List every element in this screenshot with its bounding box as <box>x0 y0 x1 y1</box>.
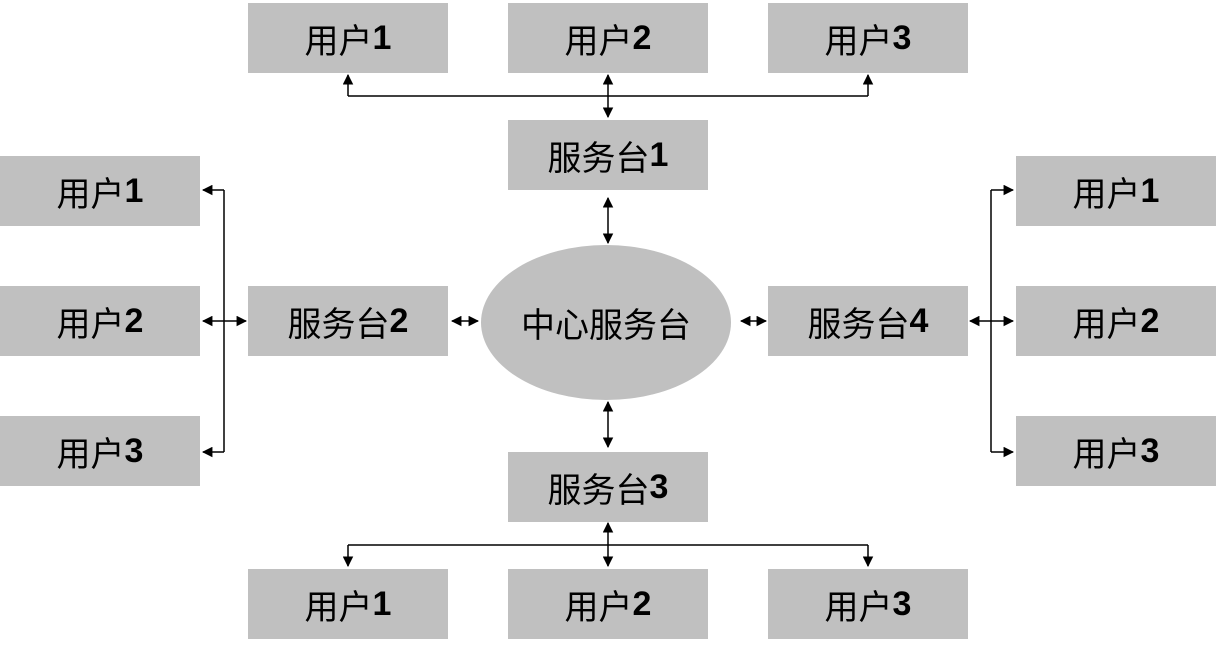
central-service-desk-label: 中心服务台 <box>521 306 691 346</box>
right-user-links <box>968 184 1015 458</box>
user-number: 2 <box>632 584 652 623</box>
bottom-user-links <box>342 521 874 568</box>
user-number: 3 <box>892 18 912 57</box>
user-number: 1 <box>124 171 144 210</box>
user-label: 用户 <box>564 587 633 628</box>
service-desk-1-text: 服务台 <box>547 138 650 179</box>
user-label: 用户 <box>824 587 893 628</box>
user-label: 用户 <box>56 304 125 345</box>
service-desk-4-text: 服务台 <box>807 304 910 345</box>
left-user-links <box>201 184 248 458</box>
user-number: 2 <box>124 301 144 340</box>
user-number: 2 <box>632 18 652 57</box>
service-desk-1-number: 1 <box>649 135 669 174</box>
user-number: 3 <box>1140 431 1160 470</box>
user-label: 用户 <box>824 21 893 62</box>
user-label: 用户 <box>1072 434 1141 475</box>
user-number: 3 <box>124 431 144 470</box>
user-label: 用户 <box>304 587 373 628</box>
user-number: 3 <box>892 584 912 623</box>
user-number: 1 <box>372 584 392 623</box>
service-desk-3-number: 3 <box>649 467 669 506</box>
user-label: 用户 <box>564 21 633 62</box>
user-number: 1 <box>372 18 392 57</box>
service-desk-3-text: 服务台 <box>547 470 650 511</box>
service-desk-2-text: 服务台 <box>287 304 390 345</box>
central-service-desk: 中心服务台 <box>481 245 731 400</box>
service-desk-2-number: 2 <box>389 301 409 340</box>
user-label: 用户 <box>304 21 373 62</box>
user-label: 用户 <box>1072 174 1141 215</box>
user-label: 用户 <box>56 174 125 215</box>
service-desk-4-number: 4 <box>909 301 929 340</box>
user-label: 用户 <box>56 434 125 475</box>
top-user-links <box>342 73 874 119</box>
user-number: 1 <box>1140 171 1160 210</box>
user-number: 2 <box>1140 301 1160 340</box>
user-label: 用户 <box>1072 304 1141 345</box>
